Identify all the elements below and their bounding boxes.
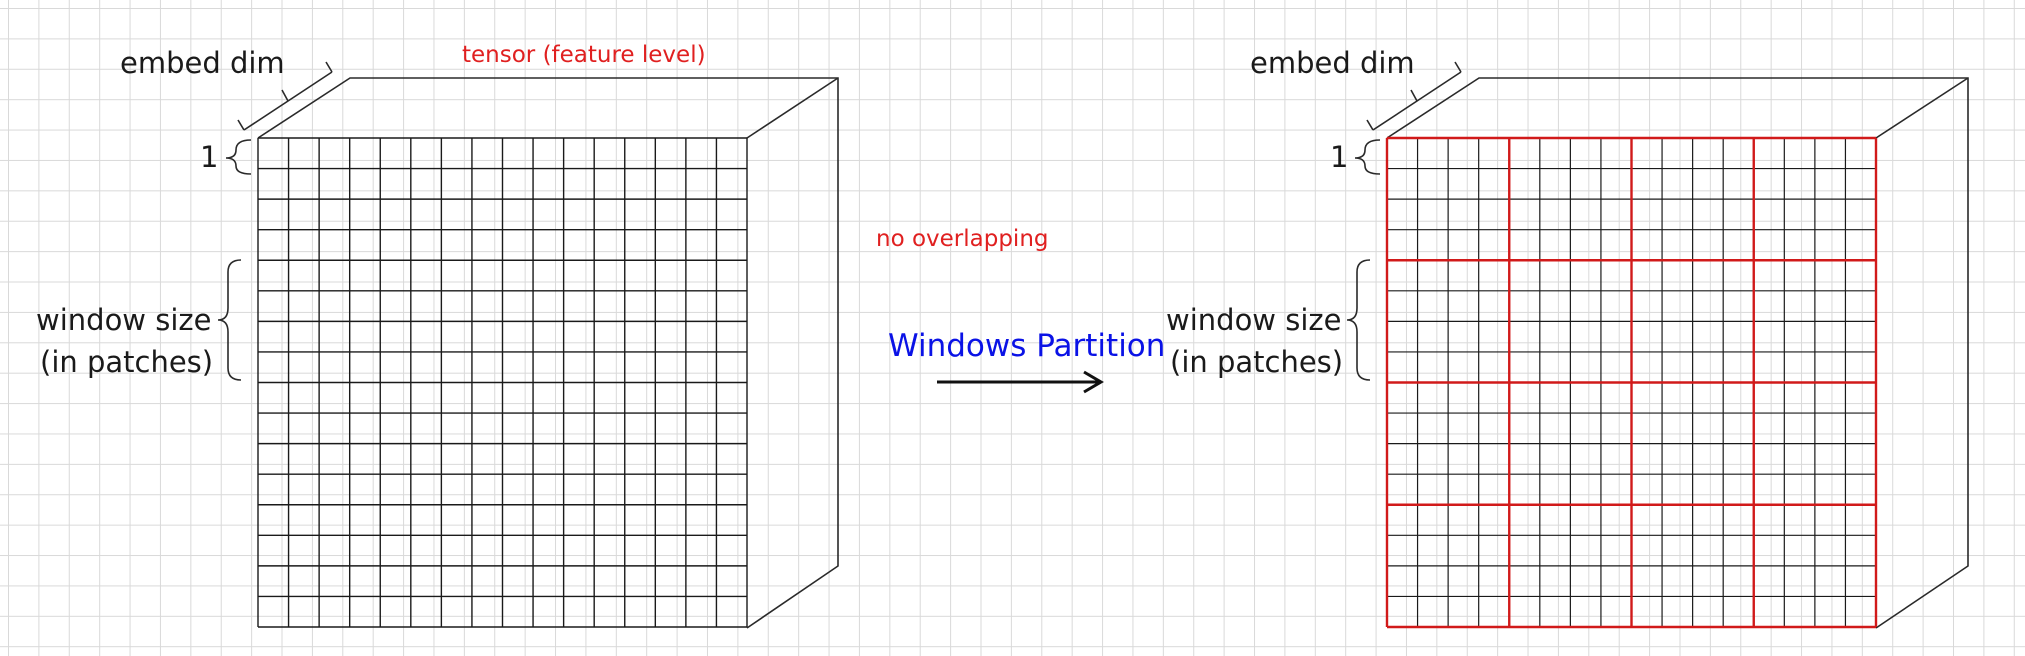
output-annotations: embed dim 1 window size (in patches) — [1166, 46, 1462, 381]
tensor-depth-outline — [1386, 77, 1969, 629]
input-tensor — [257, 77, 839, 629]
tensor-depth-outline — [257, 77, 839, 629]
window-size-brace — [217, 259, 242, 381]
embed-dim-label: embed dim — [120, 46, 285, 80]
one-patch-brace — [225, 139, 252, 175]
embed-dim-brace — [237, 61, 333, 131]
embed-dim-brace — [1366, 61, 1462, 131]
window-partition-grid — [1385, 136, 1878, 629]
windows-partition-label: Windows Partition — [888, 328, 1165, 364]
tensor-feature-level-note: tensor (feature level) — [462, 42, 706, 68]
patch-grid — [257, 137, 748, 628]
input-annotations: embed dim 1 window size (in patches) — [36, 46, 333, 381]
window-size-label: window size — [1166, 303, 1341, 337]
in-patches-label: (in patches) — [40, 345, 213, 379]
one-patch-brace — [1354, 139, 1381, 175]
no-overlapping-note: no overlapping — [876, 226, 1049, 252]
partitioned-tensor — [1385, 77, 1969, 629]
one-patch-label: 1 — [200, 140, 218, 174]
in-patches-label: (in patches) — [1170, 345, 1343, 379]
window-size-brace — [1346, 259, 1371, 381]
window-size-label: window size — [36, 303, 211, 337]
one-patch-label: 1 — [1330, 140, 1348, 174]
tensor-top-right-edge — [1875, 77, 1969, 139]
tensor-top-right-edge — [746, 77, 839, 139]
embed-dim-label: embed dim — [1250, 46, 1415, 80]
partition-arrow — [937, 370, 1104, 394]
